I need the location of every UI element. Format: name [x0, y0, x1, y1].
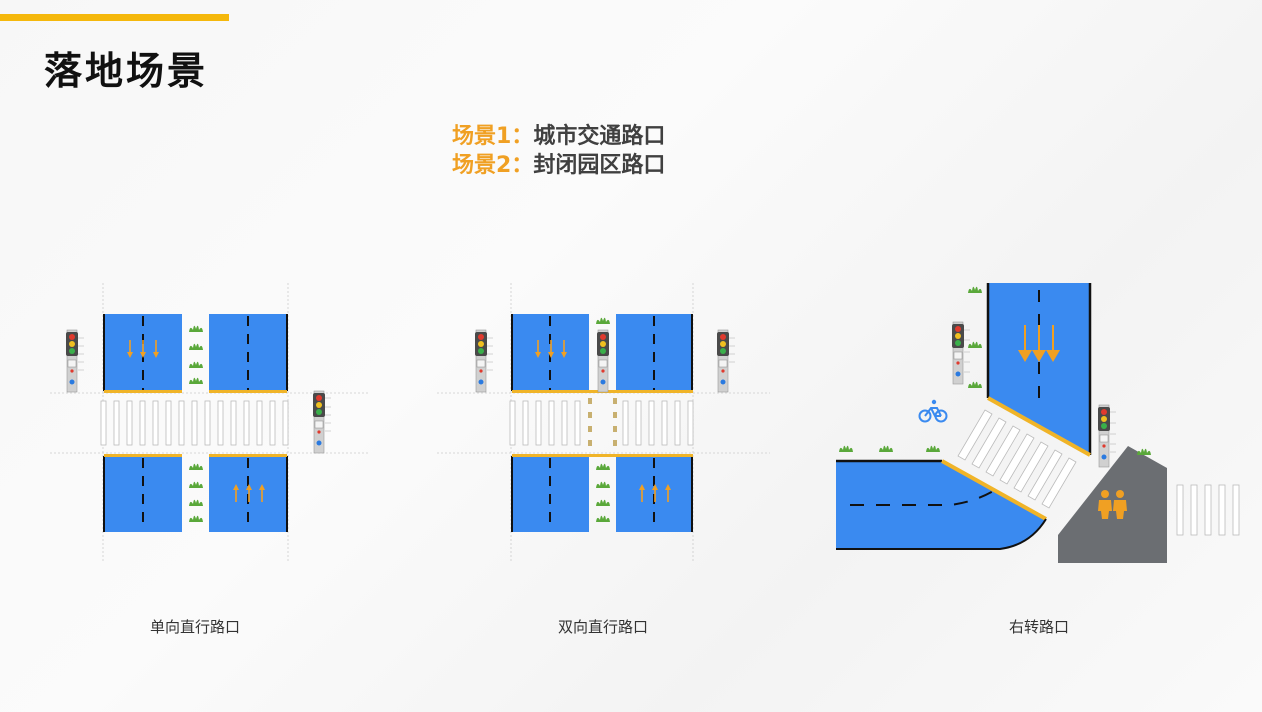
scene-item: 场景2：封闭园区路口 — [452, 153, 666, 178]
diagram-caption: 双向直行路口 — [557, 618, 648, 636]
accent-bar — [0, 14, 229, 21]
diagram-caption: 右转路口 — [1008, 618, 1069, 636]
pedestrians-icon — [1098, 490, 1127, 519]
traffic-light-icon — [65, 329, 79, 393]
traffic-light-icon — [1097, 404, 1111, 468]
scene-list: 场景1：城市交通路口 场景2：封闭园区路口 — [452, 122, 665, 180]
diagram-one-way — [50, 283, 370, 563]
bicycle-icon — [918, 399, 948, 423]
traffic-light-icon — [951, 321, 965, 385]
scene-item: 场景1：城市交通路口 — [452, 124, 666, 149]
traffic-light-icon — [312, 390, 326, 454]
traffic-light-icon — [474, 329, 488, 393]
page-title: 落地场景 — [44, 49, 209, 93]
diagram-right-turn — [836, 283, 1240, 563]
diagram-two-way — [437, 283, 770, 563]
traffic-light-icon — [716, 329, 730, 393]
traffic-light-icon — [596, 329, 610, 393]
diagram-caption: 单向直行路口 — [149, 618, 240, 636]
